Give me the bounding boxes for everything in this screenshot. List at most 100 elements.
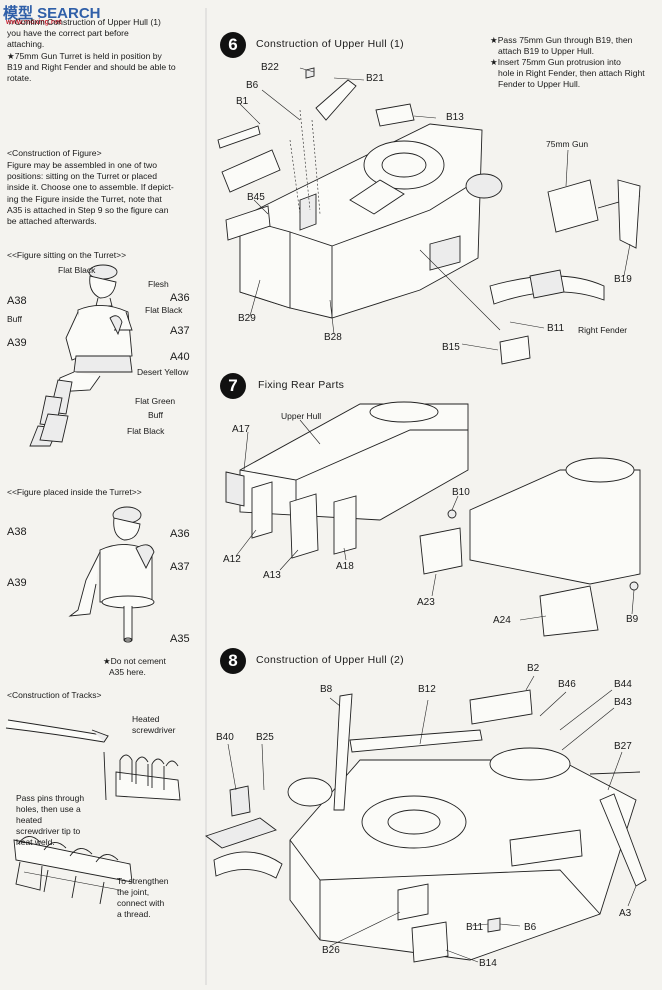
part-a12: A12 <box>223 554 241 565</box>
part-a24: A24 <box>493 615 511 626</box>
part-b11-step6: B11 <box>547 323 565 334</box>
figure-sitting-drawing <box>29 264 133 447</box>
paint-buff: Buff <box>7 314 22 324</box>
part-a38-sitting: A38 <box>7 295 27 307</box>
figure-line-6: be attached afterwards. <box>7 216 97 226</box>
part-b40: B40 <box>216 732 234 743</box>
part-b28: B28 <box>324 332 342 343</box>
tracks-pass-pins-4: screwdriver tip to <box>16 826 81 836</box>
tracks-pass-pins-1: Pass pins through <box>16 793 85 803</box>
tracks-drawing <box>5 719 181 905</box>
part-a18: A18 <box>336 561 354 572</box>
part-b11-step8: B11 <box>466 922 484 933</box>
paint-flat-green: Flat Green <box>135 396 176 406</box>
part-a40: A40 <box>170 351 190 363</box>
part-b46: B46 <box>558 679 576 690</box>
part-b29: B29 <box>238 313 256 324</box>
part-b21: B21 <box>366 73 384 84</box>
paint-desert-yellow: Desert Yellow <box>137 367 189 377</box>
watermark-brand: 模型 SEARCH <box>3 5 101 22</box>
part-a37-inside: A37 <box>170 561 190 573</box>
step8-drawing <box>205 675 647 963</box>
tracks-heated: Heated <box>132 714 160 724</box>
figure-heading: <Construction of Figure> <box>7 148 102 158</box>
tracks-pass-pins-2: holes, then use a <box>16 804 81 814</box>
part-b22: B22 <box>261 62 279 73</box>
tracks-strengthen-4: a thread. <box>117 909 151 919</box>
part-b27: B27 <box>614 741 632 752</box>
part-b8: B8 <box>320 684 333 695</box>
figure-line-4: ing the Figure inside the Turret, note t… <box>7 194 162 204</box>
part-a23: A23 <box>417 597 435 608</box>
part-a36-sitting: A36 <box>170 292 190 304</box>
inside-note-2: A35 here. <box>109 667 146 677</box>
paint-flat-black-mid: Flat Black <box>145 305 183 315</box>
part-b19: B19 <box>614 274 632 285</box>
intro-line-5: B19 and Right Fender and should be able … <box>7 62 176 72</box>
intro-line-3: attaching. <box>7 39 45 49</box>
inside-note-1: ★Do not cement <box>103 656 166 666</box>
intro-line-2: you have the correct part before <box>7 28 129 38</box>
part-b44: B44 <box>614 679 632 690</box>
label-right-fender: Right Fender <box>578 325 628 335</box>
step6-drawing <box>217 67 641 365</box>
figure-line-3: inside it. Choose one to assemble. If de… <box>7 182 174 192</box>
part-a17: A17 <box>232 424 250 435</box>
figure-line-2: positions: sitting on the Turret or plac… <box>7 171 157 181</box>
tracks-heading: <Construction of Tracks> <box>7 690 102 700</box>
part-a39-sitting: A39 <box>7 337 27 349</box>
part-b45: B45 <box>247 192 265 203</box>
sitting-heading: <<Figure sitting on the Turret>> <box>7 250 127 260</box>
tracks-strengthen-3: connect with <box>117 898 165 908</box>
tracks-strengthen-1: To strengthen <box>117 876 169 886</box>
step6-note-2: attach B19 to Upper Hull. <box>498 46 595 56</box>
figure-line-1: Figure may be assembled in one of two <box>7 160 157 170</box>
inside-heading: <<Figure placed inside the Turret>> <box>7 487 142 497</box>
step8-title: Construction of Upper Hull (2) <box>256 654 404 666</box>
label-upper-hull: Upper Hull <box>281 411 322 421</box>
step8-number: 8 <box>220 648 246 674</box>
paint-flat-black-hat: Flat Black <box>58 265 96 275</box>
paint-flesh: Flesh <box>148 279 169 289</box>
step6-number: 6 <box>220 32 246 58</box>
part-a36-inside: A36 <box>170 528 190 540</box>
tracks-strengthen-2: the joint, <box>117 887 150 897</box>
label-75mm-gun: 75mm Gun <box>546 139 589 149</box>
figure-inside-drawing <box>68 506 155 643</box>
part-b6-step8: B6 <box>524 922 537 933</box>
tracks-screwdriver: screwdriver <box>132 725 176 735</box>
part-a13: A13 <box>263 570 281 581</box>
step6-note-3: ★Insert 75mm Gun protrusion into <box>490 57 621 67</box>
tracks-pass-pins-3: heated <box>16 815 42 825</box>
part-a3: A3 <box>619 908 632 919</box>
step6-note-4: hole in Right Fender, then attach Right <box>498 68 645 78</box>
step7-title: Fixing Rear Parts <box>258 379 345 391</box>
step6-title: Construction of Upper Hull (1) <box>256 38 404 50</box>
part-b2: B2 <box>527 663 540 674</box>
step7-drawing <box>225 401 641 637</box>
part-a37-sitting: A37 <box>170 325 190 337</box>
paint-buff-2: Buff <box>148 410 163 420</box>
part-b43: B43 <box>614 697 632 708</box>
part-b15: B15 <box>442 342 460 353</box>
paint-flat-black-boots: Flat Black <box>127 426 165 436</box>
part-b14: B14 <box>479 958 497 969</box>
part-b9: B9 <box>626 614 639 625</box>
part-a35: A35 <box>170 633 190 645</box>
part-b12: B12 <box>418 684 436 695</box>
intro-line-1: ☆Confirm Construction of Upper Hull (1) <box>7 17 161 27</box>
intro-line-6: rotate. <box>7 73 32 83</box>
watermark-site: www.moxing.net <box>6 19 62 26</box>
part-a38-inside: A38 <box>7 526 27 538</box>
step7-number: 7 <box>220 373 246 399</box>
intro-line-4: ★75mm Gun Turret is held in position by <box>7 51 162 61</box>
part-b25: B25 <box>256 732 274 743</box>
part-b6-step6: B6 <box>246 80 259 91</box>
step6-note-1: ★Pass 75mm Gun through B19, then <box>490 35 633 45</box>
part-a39-inside: A39 <box>7 577 27 589</box>
part-b1: B1 <box>236 96 249 107</box>
figure-line-5: A35 is attached in Step 9 so the figure … <box>7 205 169 215</box>
step6-note-5: Fender to Upper Hull. <box>498 79 581 89</box>
